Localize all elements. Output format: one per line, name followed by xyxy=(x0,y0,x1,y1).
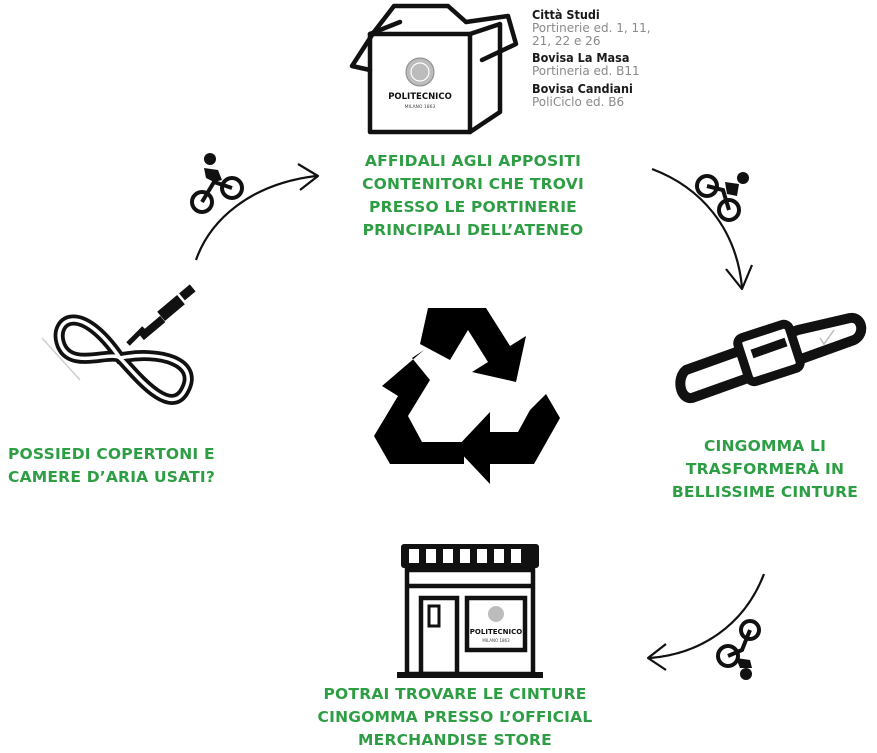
step-text-start: POSSIEDI COPERTONI E CAMERE D’ARIA USATI… xyxy=(8,443,248,489)
step-line: PRESSO LE PORTINERIE xyxy=(369,198,577,216)
cyclist-icon xyxy=(716,619,761,680)
box-logo-name: POLITECNICO xyxy=(388,92,452,102)
arrow-icon xyxy=(194,163,320,261)
recycle-icon xyxy=(374,308,560,484)
arrow-icon xyxy=(646,573,766,671)
arrow-icon xyxy=(651,167,754,291)
box-logo-sub: MILANO 1863 xyxy=(405,104,436,110)
box-icon: POLITECNICO MILANO 1863 xyxy=(349,3,519,135)
location-detail: Portinerie ed. 1, 11, xyxy=(532,21,651,35)
location-name: Bovisa Candiani xyxy=(532,80,633,96)
step-line: MERCHANDISE STORE xyxy=(358,731,552,749)
belt-icon xyxy=(675,312,867,403)
location-item: Città Studi Portinerie ed. 1, 11, 21, 22… xyxy=(532,8,702,47)
tire-tube-icon xyxy=(41,284,196,405)
step-line: CAMERE D’ARIA USATI? xyxy=(8,468,216,486)
step-line: AFFIDALI AGLI APPOSITI xyxy=(364,152,582,170)
step-text-transform: CINGOMMA LI TRASFORMERÀ IN BELLISSIME CI… xyxy=(655,435,875,504)
step-line: POTRAI TROVARE LE CINTURE xyxy=(323,685,587,703)
location-item: Bovisa La Masa Portineria ed. B11 xyxy=(532,51,702,78)
store-logo-sub: MILANO 1863 xyxy=(482,638,510,643)
location-name: Città Studi xyxy=(532,7,600,22)
location-detail: Portineria ed. B11 xyxy=(532,64,640,78)
location-detail: PoliCiclo ed. B6 xyxy=(532,94,625,109)
cyclist-icon xyxy=(695,172,749,222)
step-line: CONTENITORI CHE TROVI xyxy=(362,175,584,193)
step-text-drop-off: AFFIDALI AGLI APPOSITI CONTENITORI CHE T… xyxy=(318,150,628,242)
store-icon: POLITECNICO MILANO 1863 xyxy=(397,544,543,678)
locations-list: Città Studi Portinerie ed. 1, 11, 21, 22… xyxy=(532,8,702,112)
location-item: Bovisa Candiani PoliCiclo ed. B6 xyxy=(532,80,702,109)
step-line: POSSIEDI COPERTONI E xyxy=(8,445,215,463)
location-name: Bovisa La Masa xyxy=(532,50,630,65)
step-line: BELLISSIME CINTURE xyxy=(671,483,859,501)
step-line: CINGOMMA PRESSO L’OFFICIAL xyxy=(317,708,593,726)
store-logo-name: POLITECNICO xyxy=(470,628,522,636)
cyclist-icon xyxy=(190,153,244,214)
step-line: CINGOMMA LI xyxy=(703,437,827,455)
step-text-store: POTRAI TROVARE LE CINTURE CINGOMMA PRESS… xyxy=(300,683,610,752)
step-line: TRASFORMERÀ IN xyxy=(685,460,845,478)
step-line: PRINCIPALI DELL’ATENEO xyxy=(362,221,584,239)
location-detail: 21, 22 e 26 xyxy=(532,33,601,48)
